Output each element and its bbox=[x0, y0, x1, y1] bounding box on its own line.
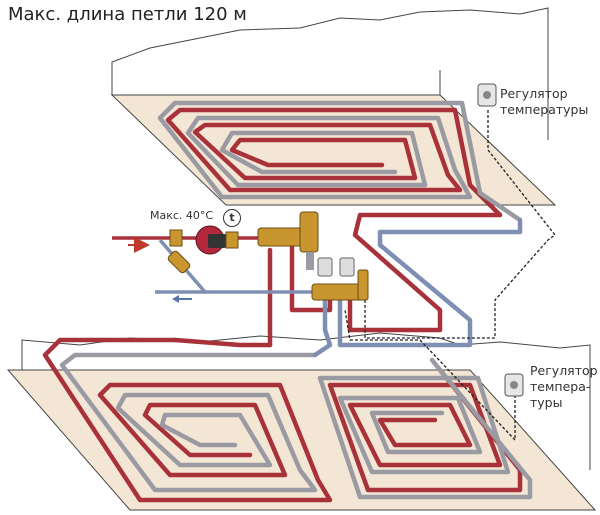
max-temperature-label: Макс. 40°С bbox=[150, 209, 214, 222]
regulator-label-upper: Регулятор температуры bbox=[500, 86, 589, 117]
regulator-wire-upper bbox=[364, 110, 556, 339]
temperature-regulator-lower bbox=[504, 373, 524, 397]
lower-left-heating-loop bbox=[42, 337, 333, 503]
manifold-lower bbox=[311, 257, 369, 301]
thermometer-icon: t bbox=[223, 209, 241, 227]
distribution-pipes bbox=[172, 212, 523, 358]
diagram-title: Макс. длина петли 120 м bbox=[8, 4, 247, 25]
return-arrow-head bbox=[172, 295, 179, 303]
lower-right-heating-loop bbox=[317, 357, 533, 500]
regulator-label-lower: Регулятор темпера- туры bbox=[530, 363, 598, 410]
manifold-upper bbox=[257, 211, 319, 270]
temperature-regulator-upper bbox=[477, 83, 497, 107]
circulation-pump bbox=[169, 225, 239, 255]
upper-wall-outline bbox=[111, 7, 549, 140]
mixing-valve bbox=[167, 250, 191, 274]
upper-heating-loop bbox=[157, 100, 523, 223]
regulator-wire-lower bbox=[344, 309, 516, 442]
upper-floor bbox=[110, 94, 557, 206]
